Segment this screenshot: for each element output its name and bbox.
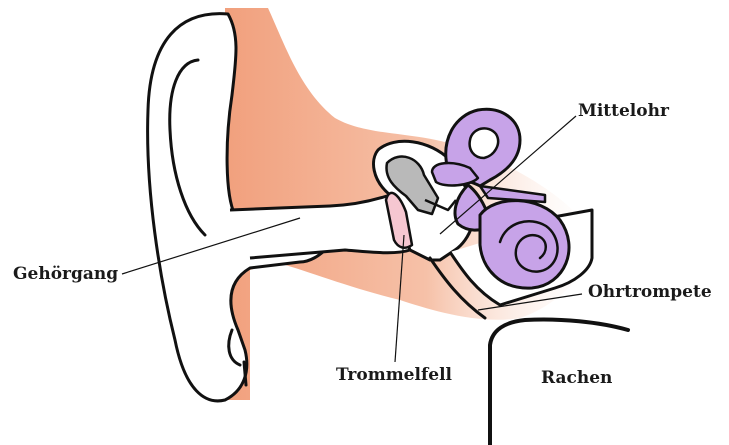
label-trommelfell: Trommelfell <box>336 367 452 384</box>
semicircular-canal-hole <box>470 128 498 158</box>
label-ohrtrompete: Ohrtrompete <box>588 284 712 301</box>
label-gehoergang: Gehörgang <box>13 266 118 283</box>
label-mittelohr: Mittelohr <box>578 103 669 120</box>
cochlea <box>480 201 569 289</box>
earlobe-tip <box>244 362 246 385</box>
label-rachen: Rachen <box>541 370 612 387</box>
